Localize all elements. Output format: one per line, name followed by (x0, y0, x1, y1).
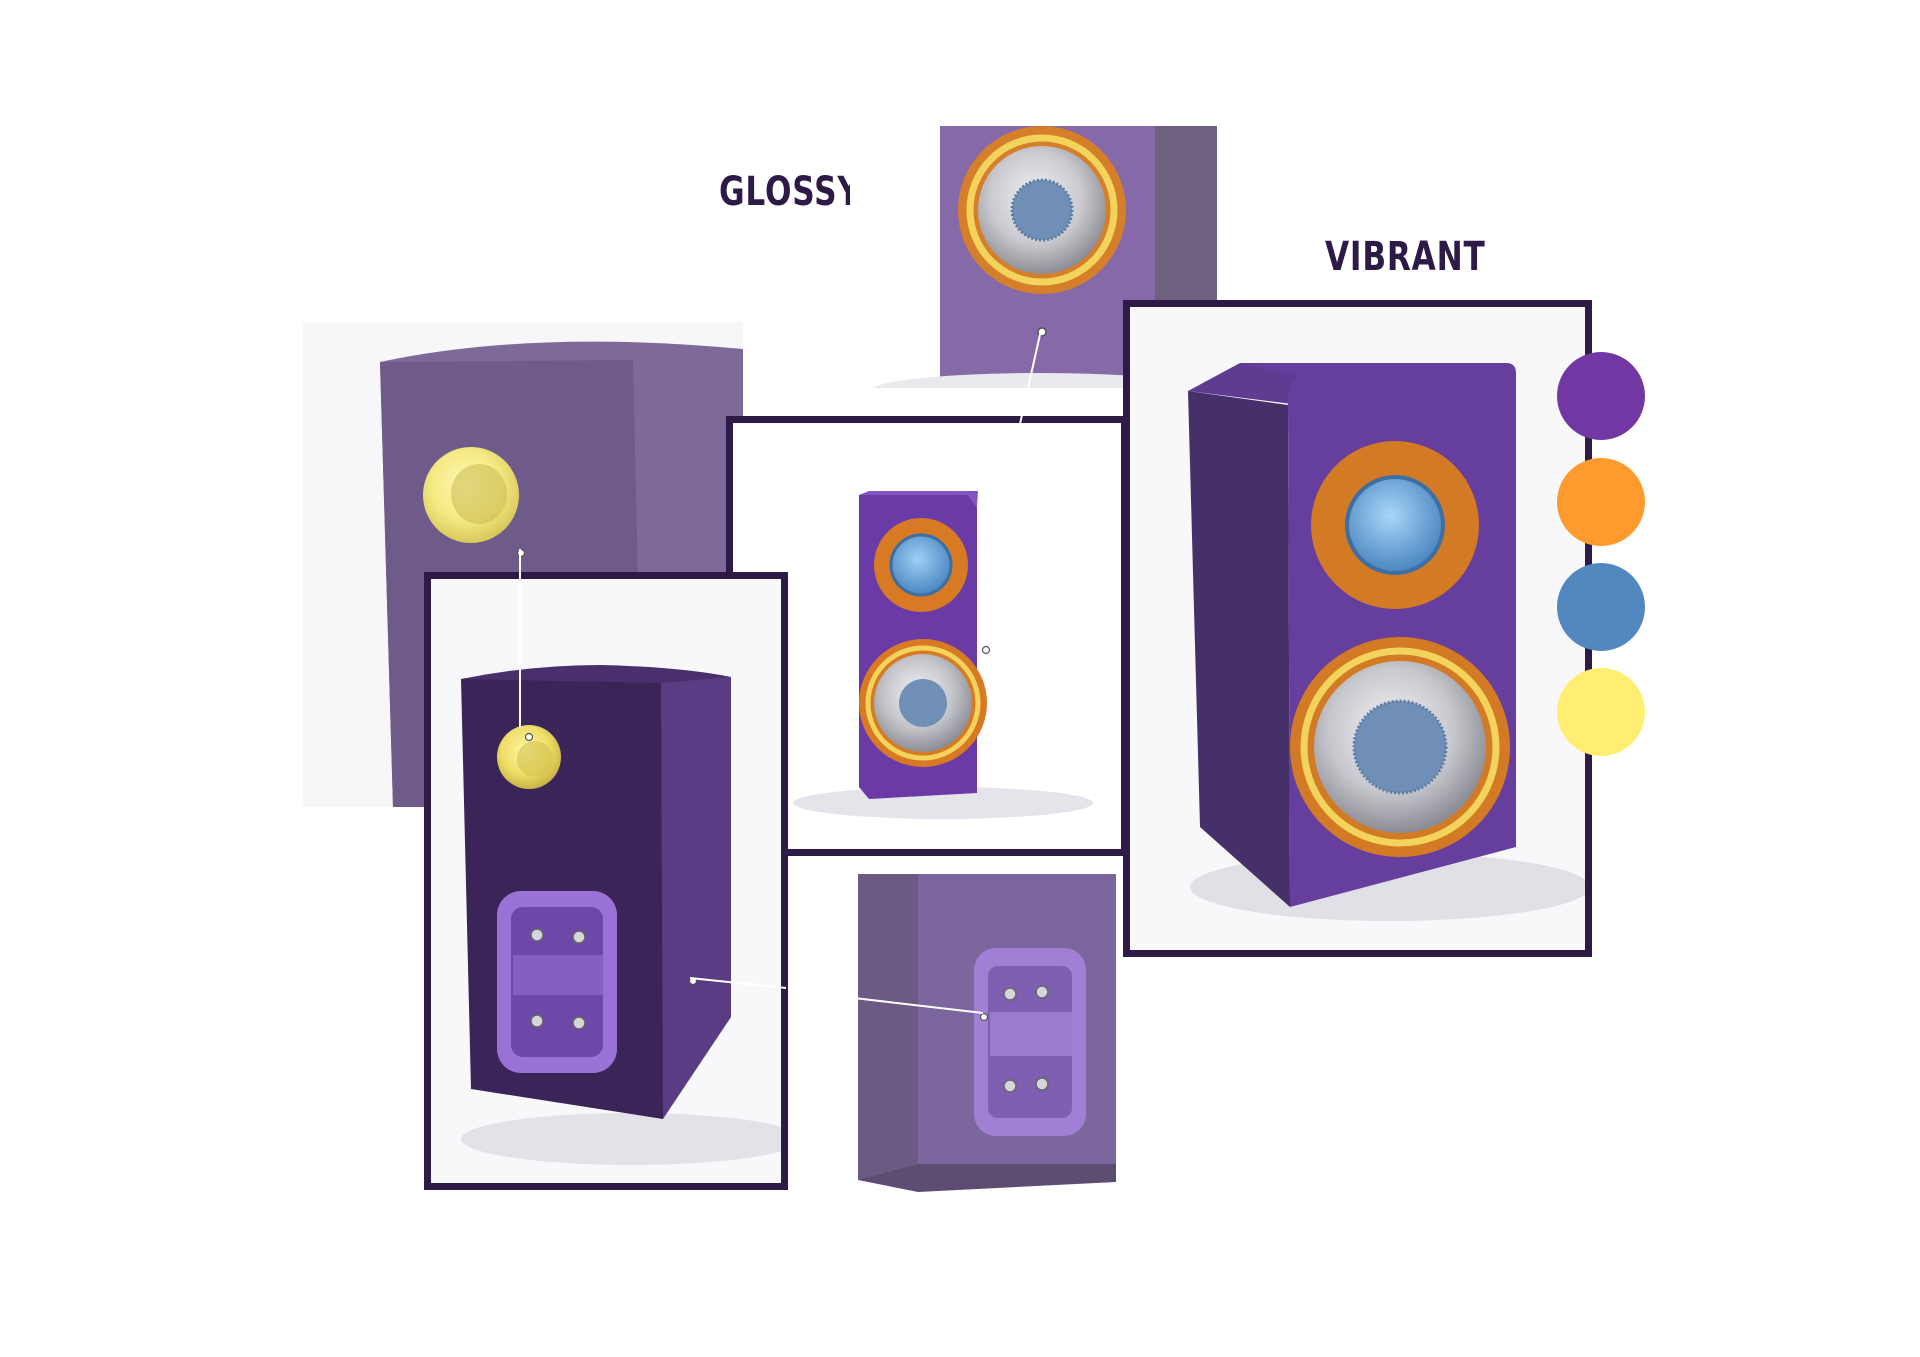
back-view-panel (424, 572, 788, 1190)
vibrant-label: VIBRANT (1325, 234, 1486, 280)
front-view-speaker-icon (733, 423, 1121, 849)
back-view-tweeter-terminals-icon (431, 579, 781, 1183)
front-hero-speaker-icon (1130, 307, 1585, 950)
palette-yellow-swatch (1557, 668, 1645, 756)
terminal-closeup-icon (804, 862, 1128, 1224)
palette-orange-swatch (1557, 458, 1645, 546)
glossy-label: GLOSSY (719, 169, 861, 215)
terminal-closeup (804, 862, 1128, 1224)
woofer-closeup-icon (850, 126, 1240, 388)
front-view-panel (726, 416, 1128, 856)
palette-blue-swatch (1557, 563, 1645, 651)
palette-purple-swatch (1557, 352, 1645, 440)
hero-panel (1123, 300, 1592, 957)
top-woofer-closeup (850, 126, 1240, 388)
